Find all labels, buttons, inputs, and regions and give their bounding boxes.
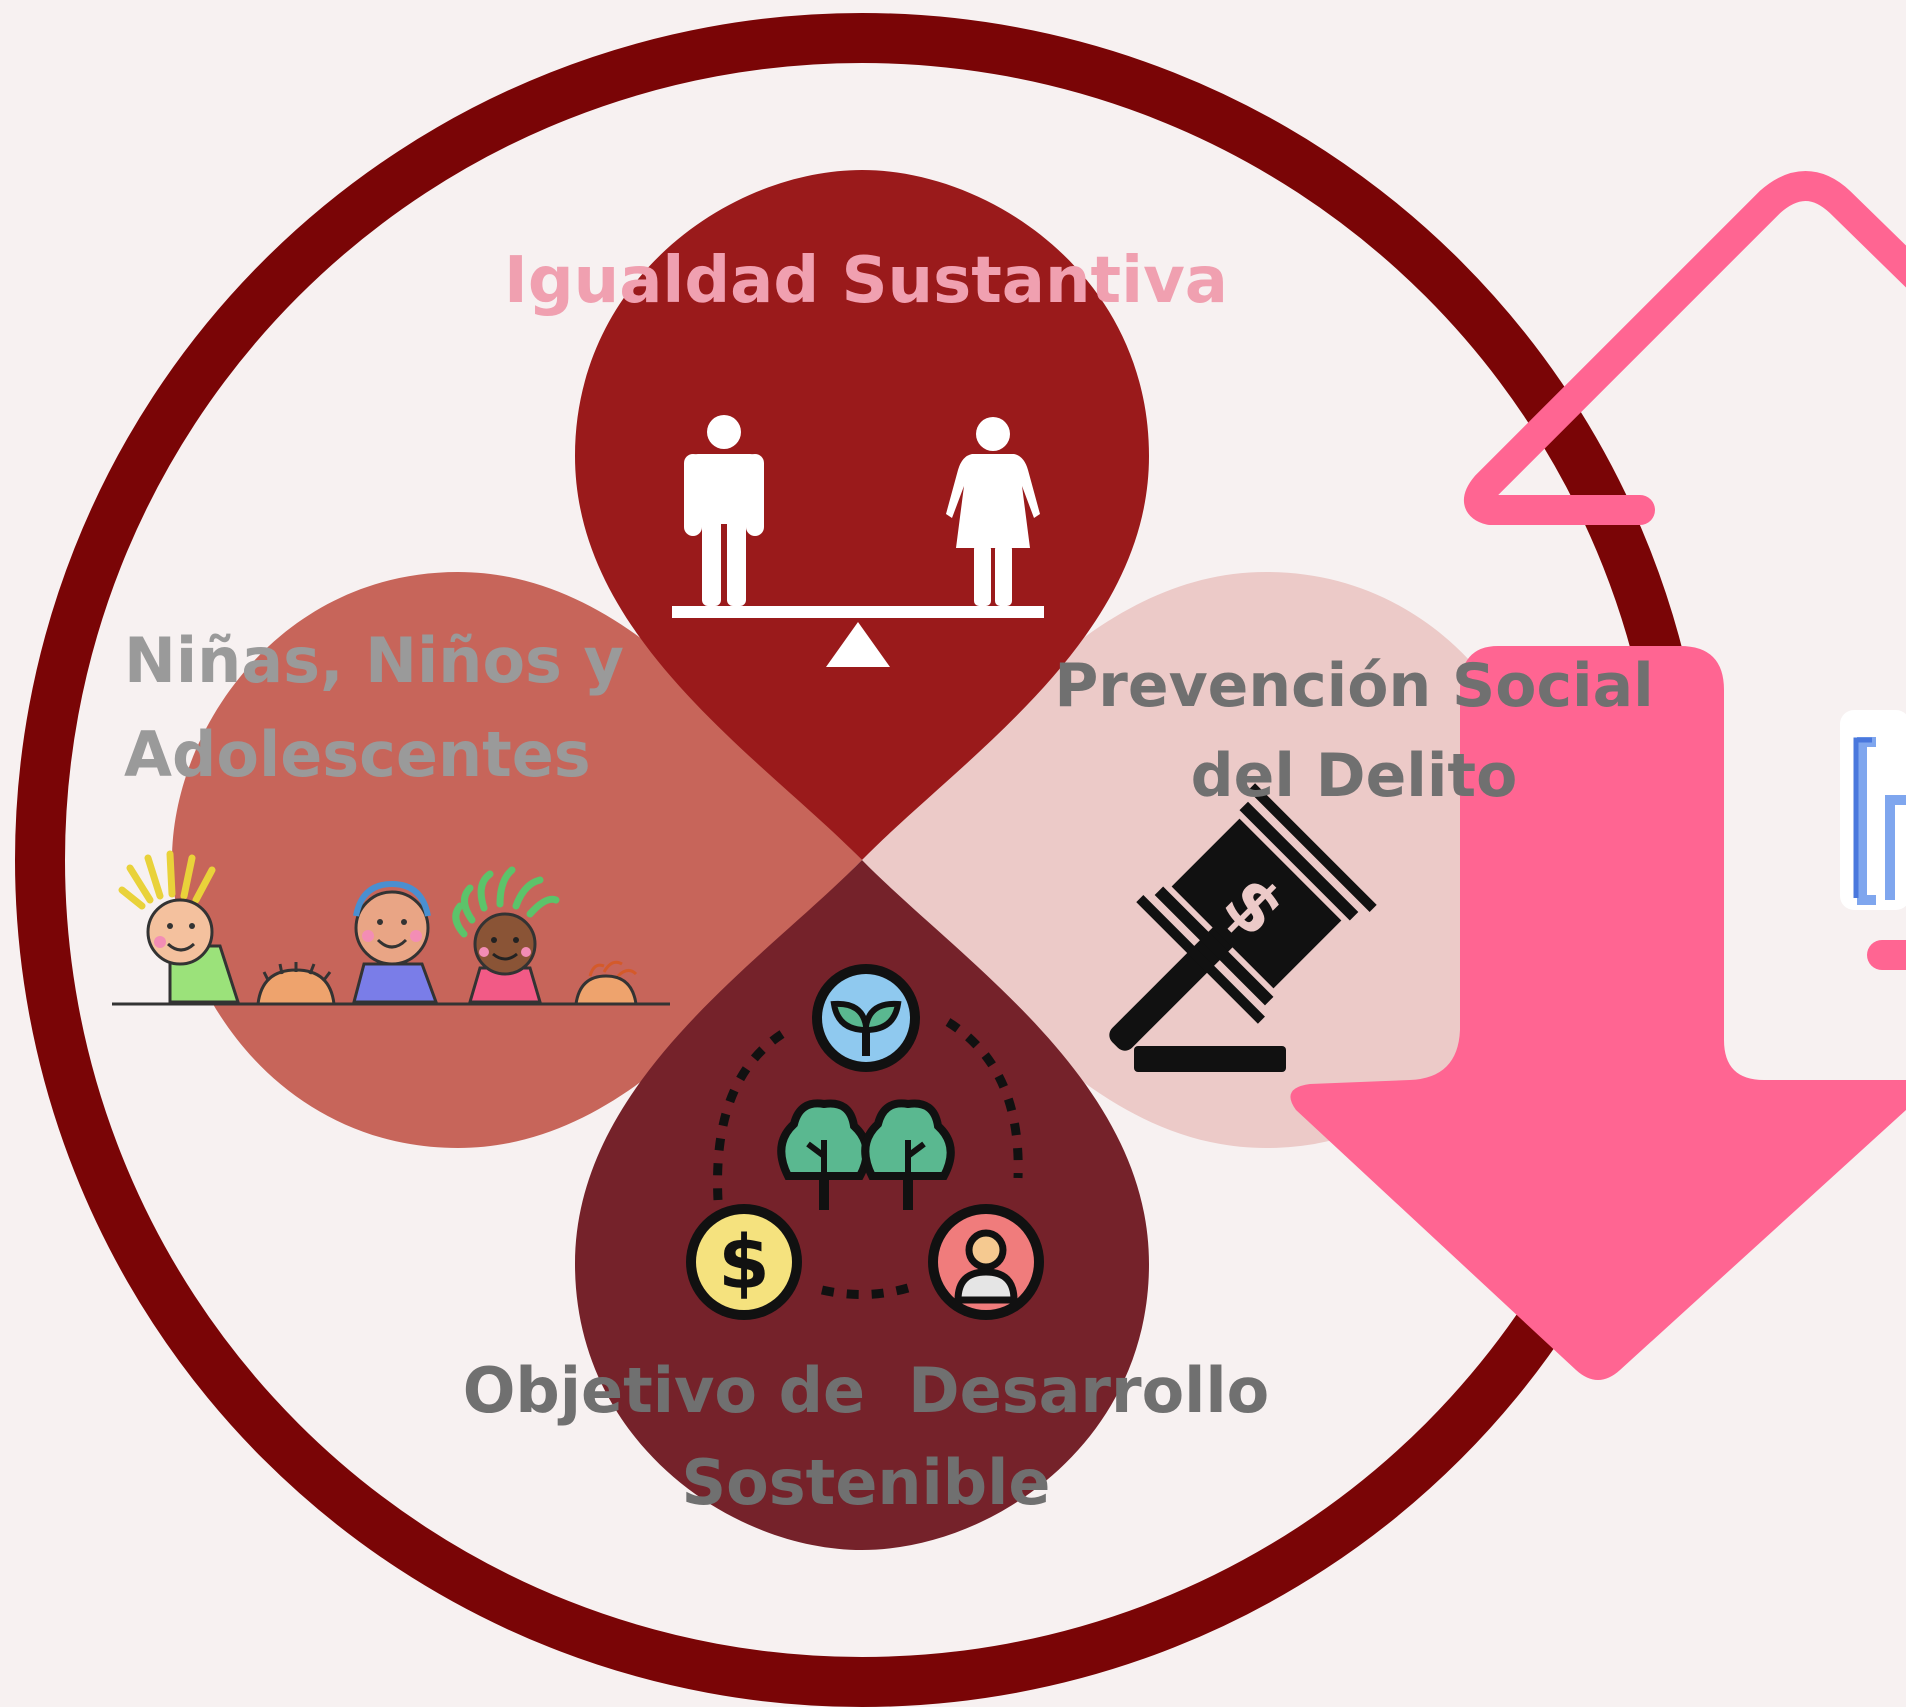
label-left-line1: Niñas, Niños y (124, 624, 624, 697)
petal-top (575, 170, 1149, 860)
partial-icon-right-edge (1840, 710, 1906, 910)
sustainable-development-icon: $ (686, 964, 1044, 1320)
label-bottom-line1: Objetivo de Desarrollo (463, 1354, 1270, 1427)
petal-bottom (575, 860, 1149, 1550)
children-group-icon (112, 850, 670, 1006)
label-bottom-line2: Sostenible (682, 1446, 1051, 1519)
down-arrow (1290, 646, 1906, 1380)
label-right-line2: del Delito (1191, 741, 1518, 811)
svg-text:$: $ (718, 1220, 770, 1306)
gavel-money-icon: $ (1109, 783, 1377, 1072)
label-right-line1: Prevención Social (1054, 651, 1653, 721)
label-top: Igualdad Sustantiva (504, 244, 1228, 318)
outline-arrow (1464, 171, 1906, 525)
gender-equality-scale-icon (672, 415, 1044, 667)
label-left-line2: Adolescentes (124, 718, 591, 791)
